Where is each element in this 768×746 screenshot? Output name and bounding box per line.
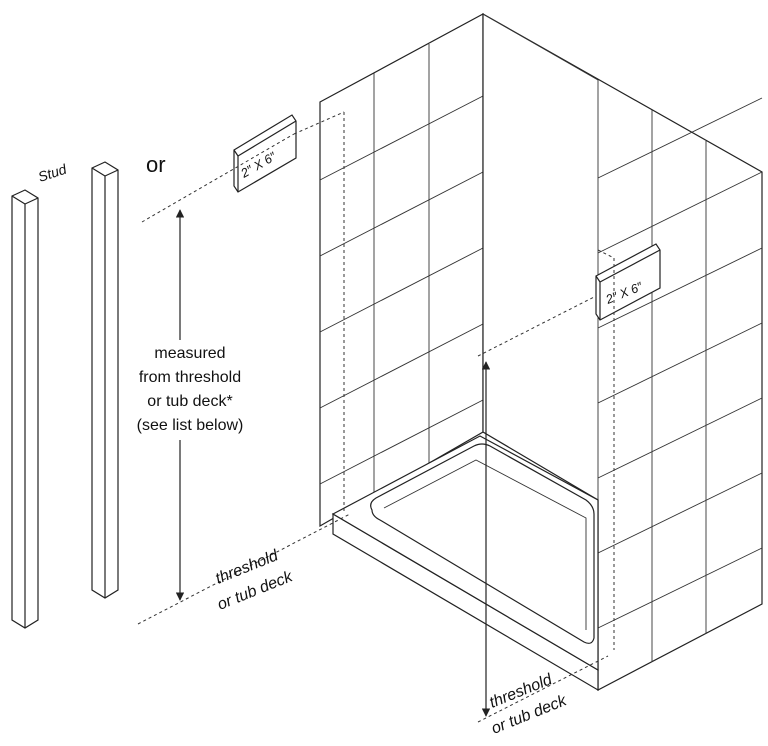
measurement-note: measured from threshold or tub deck* (se…	[137, 345, 244, 434]
stud-label: Stud	[36, 160, 69, 184]
threshold-label-right: threshold or tub deck	[487, 671, 570, 738]
threshold-label-left: threshold or tub deck	[213, 547, 296, 614]
measured-line-3: or tub deck*	[147, 393, 232, 410]
stud-left	[11, 189, 39, 629]
measured-line-1: measured	[154, 345, 225, 362]
stud-right	[91, 161, 119, 599]
measured-line-4: (see list below)	[137, 417, 244, 434]
measured-line-2: from threshold	[139, 369, 241, 386]
or-label: or	[146, 152, 166, 177]
blocking-2x6-left: 2″ X 6″	[233, 114, 297, 193]
dashed-reference-lines	[137, 111, 615, 723]
shower-base	[331, 435, 599, 692]
